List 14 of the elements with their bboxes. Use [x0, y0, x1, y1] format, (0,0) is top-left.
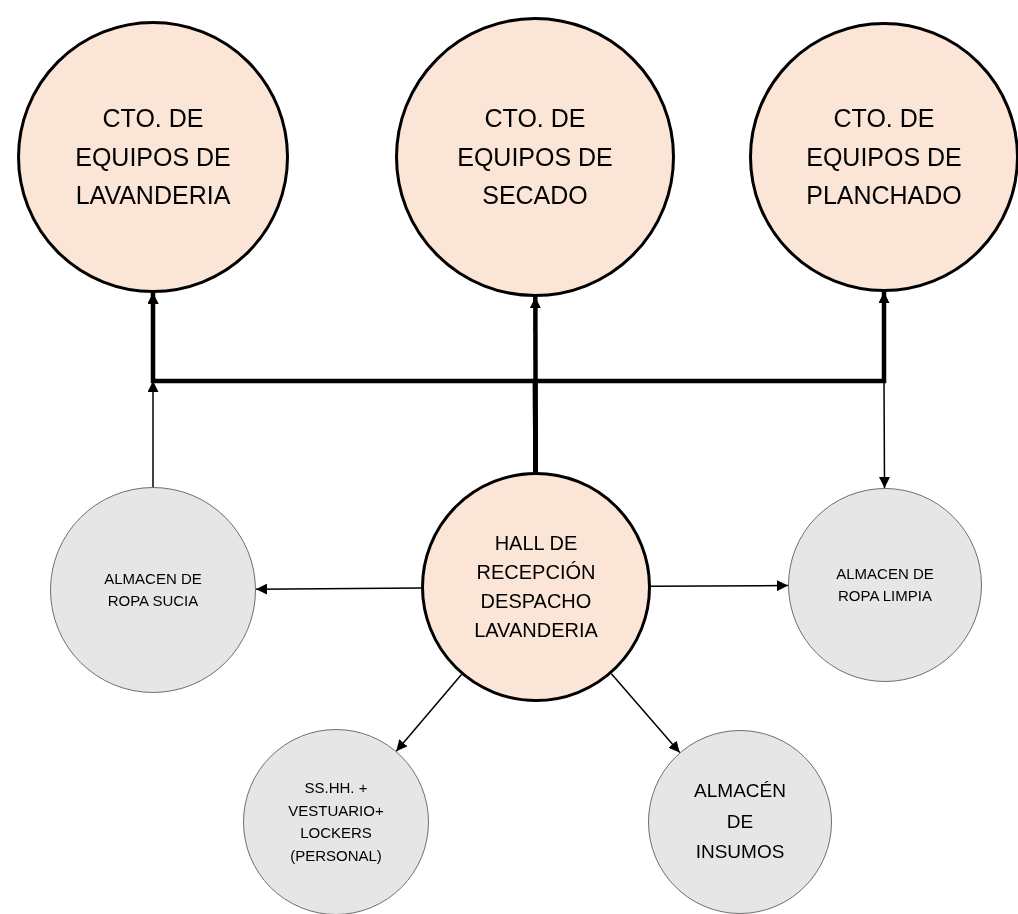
room-label: CTO. DE EQUIPOS DE PLANCHADO: [805, 102, 963, 212]
arrow: [650, 580, 789, 592]
arrow: [532, 292, 890, 472]
arrow: [255, 583, 422, 595]
room-label: SS.HH. + VESTUARIO+ LOCKERS (PERSONAL): [287, 778, 385, 866]
room-label: ALMACEN DE ROPA SUCIA: [103, 568, 203, 611]
room-label: CTO. DE EQUIPOS DE LAVANDERIA: [74, 102, 232, 212]
arrow: [878, 291, 890, 489]
room-label: CTO. DE EQUIPOS DE SECADO: [456, 102, 614, 212]
room-label: ALMACEN DE ROPA LIMPIA: [835, 563, 935, 606]
room-label: HALL DE RECEPCIÓN DESPACHO LAVANDERIA: [473, 531, 599, 643]
room-label: ALMACÉN DE INSUMOS: [693, 779, 787, 865]
arrow: [610, 673, 681, 754]
arrow: [395, 673, 463, 752]
